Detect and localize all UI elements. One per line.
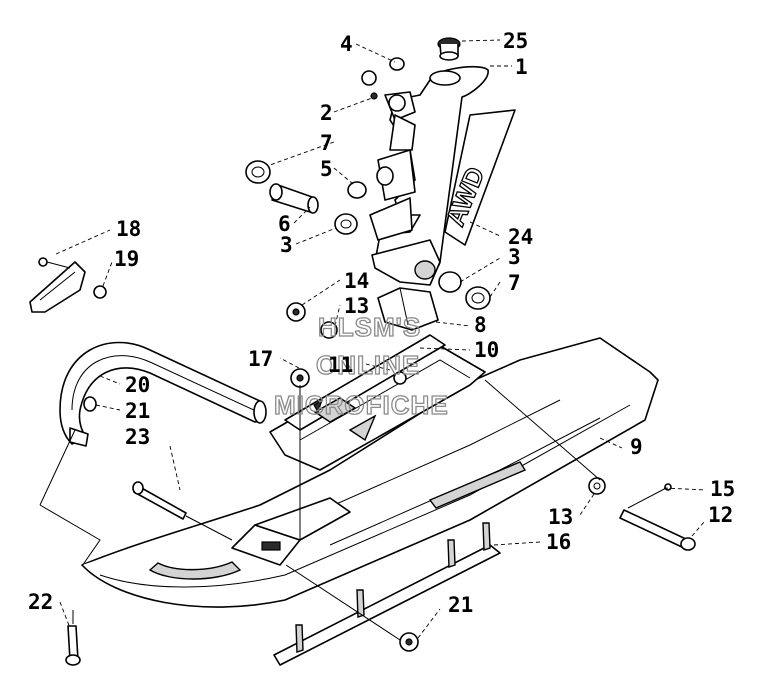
watermark-line-2: ONLINE <box>316 350 420 380</box>
callout-9: 9 <box>630 435 643 459</box>
watermark-line-1: HLSM'S <box>318 312 421 342</box>
watermark: HLSM'S ONLINE MICROFICHE <box>273 311 449 420</box>
shaft-6 <box>269 183 319 214</box>
cap <box>437 37 461 61</box>
callout-2: 2 <box>320 101 333 125</box>
callout-19: 19 <box>114 247 139 271</box>
assembly-lines <box>39 379 601 641</box>
callout-6: 6 <box>278 212 291 236</box>
ski-saddle <box>269 334 486 471</box>
callout-3a: 3 <box>280 233 293 257</box>
bracket-18 <box>29 257 107 313</box>
callout-10: 10 <box>474 338 499 362</box>
bolt-23 <box>132 481 187 520</box>
bushing-3-right <box>438 271 462 293</box>
grease-2 <box>370 92 378 100</box>
ski <box>81 337 659 608</box>
nut-21b <box>399 632 419 652</box>
callout-3b: 3 <box>508 245 521 269</box>
callout-13a: 13 <box>344 294 369 318</box>
nut-17 <box>290 368 310 388</box>
callout-4: 4 <box>340 32 353 56</box>
washer-13a <box>320 321 338 339</box>
callout-21b: 21 <box>448 593 473 617</box>
callout-17: 17 <box>248 347 273 371</box>
cotter-15 <box>627 483 672 509</box>
spindle <box>369 66 489 286</box>
washer-4 <box>389 57 405 71</box>
callout-14: 14 <box>344 269 369 293</box>
bolt-22 <box>65 625 81 666</box>
bushing-7-left <box>245 160 271 184</box>
bushing-5 <box>347 181 367 199</box>
callout-13b: 13 <box>548 505 573 529</box>
nut-21a <box>83 396 97 412</box>
callout-7a: 7 <box>320 131 333 155</box>
callout-7b: 7 <box>508 271 521 295</box>
washer-13b <box>588 477 606 495</box>
callout-5: 5 <box>320 157 333 181</box>
callout-23: 23 <box>125 425 150 449</box>
callout-20: 20 <box>125 373 150 397</box>
nut-14 <box>286 302 306 322</box>
bushing-7-right <box>465 286 491 310</box>
bolt-12 <box>619 509 696 551</box>
callout-labels: 25 1 4 2 7 5 6 3 24 3 7 18 19 14 13 8 10… <box>28 29 735 617</box>
leader-lines <box>55 39 707 639</box>
callout-16: 16 <box>546 530 571 554</box>
wear-bar <box>273 522 501 666</box>
bushing-3-left <box>334 213 358 235</box>
callout-18: 18 <box>116 217 141 241</box>
callout-1: 1 <box>515 55 528 79</box>
callout-11: 11 <box>328 353 353 377</box>
callout-15: 15 <box>710 477 735 501</box>
callout-12: 12 <box>708 503 733 527</box>
ski-handle <box>59 341 267 447</box>
callout-8: 8 <box>474 313 487 337</box>
callout-22: 22 <box>28 590 53 614</box>
callout-25: 25 <box>503 29 528 53</box>
callout-21a: 21 <box>125 399 150 423</box>
watermark-line-3: MICROFICHE <box>274 390 449 420</box>
bumper-8 <box>377 287 439 331</box>
callout-24: 24 <box>508 225 533 249</box>
nut-4b <box>361 70 377 86</box>
